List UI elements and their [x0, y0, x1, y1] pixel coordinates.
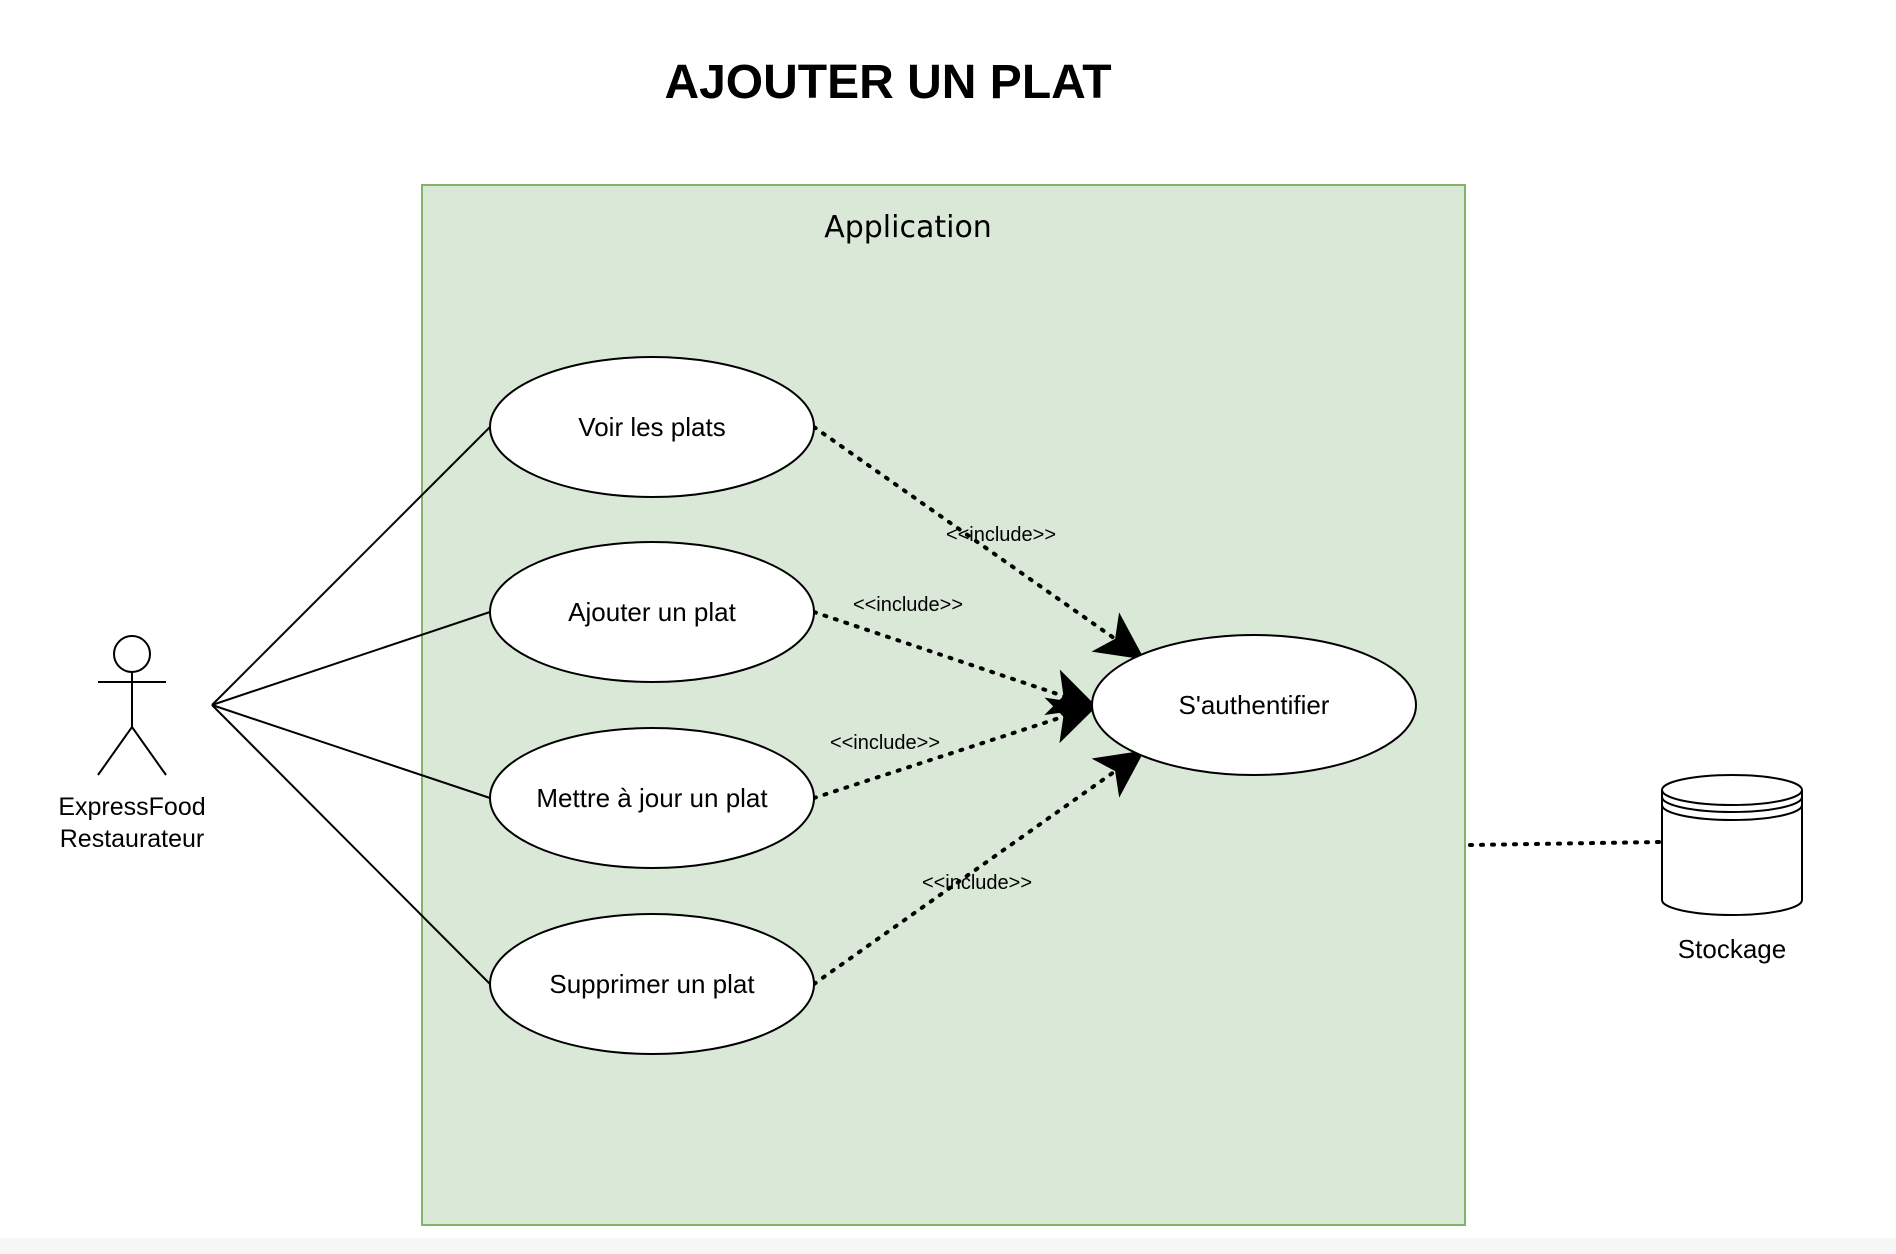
storage-connector: [1468, 840, 1662, 847]
use-case-ellipse: [1091, 634, 1417, 776]
cylinder-body: [1661, 790, 1803, 916]
use-case-ellipse: [489, 727, 815, 869]
actor-head: [113, 635, 151, 673]
use-case-ellipse: [489, 356, 815, 498]
actor-label-line2: Restaurateur: [60, 825, 205, 853]
cylinder-band-2: [1661, 804, 1803, 821]
actor-restaurateur: ExpressFood Restaurateur: [58, 635, 206, 853]
use-case-s-authentifier: S'authentifier: [1091, 634, 1417, 776]
actor-label-line1: ExpressFood: [58, 793, 205, 821]
association-voir-les-plats: [211, 426, 491, 706]
association-ajouter-un-plat: [211, 611, 491, 706]
use-case-ajouter-un-plat: Ajouter un plat: [489, 541, 815, 683]
storage-database-icon: Stockage: [1661, 774, 1803, 964]
include-label-voir-les-plats: <<include>>: [946, 524, 1056, 546]
actor-right-leg: [131, 726, 167, 776]
diagram-title: AJOUTER UN PLAT: [664, 56, 1111, 109]
cylinder-band-1: [1661, 796, 1803, 813]
use-case-label: Supprimer un plat: [549, 969, 755, 999]
cylinder-top: [1661, 774, 1803, 806]
use-case-label: Voir les plats: [578, 412, 725, 442]
use-case-label: Mettre à jour un plat: [536, 783, 768, 813]
include-label-ajouter-un-plat: <<include>>: [853, 594, 963, 616]
include-label-supprimer: <<include>>: [922, 872, 1032, 894]
include-arrow-mettre-a-jour: [812, 697, 1098, 800]
use-case-voir-les-plats: Voir les plats: [489, 356, 815, 498]
association-mettre-a-jour: [211, 704, 491, 799]
use-case-mettre-a-jour-un-plat: Mettre à jour un plat: [489, 727, 815, 869]
use-case-label: Ajouter un plat: [568, 597, 736, 627]
actor-left-leg: [97, 726, 133, 776]
include-arrow-ajouter-un-plat: [812, 610, 1098, 715]
storage-label: Stockage: [1678, 934, 1786, 964]
association-supprimer: [211, 704, 491, 985]
use-case-ellipse: [489, 541, 815, 683]
system-boundary-label: Application: [824, 210, 992, 245]
include-arrow-supprimer: [812, 750, 1145, 986]
include-label-mettre-a-jour: <<include>>: [830, 732, 940, 754]
use-case-supprimer-un-plat: Supprimer un plat: [489, 913, 815, 1055]
include-arrow-voir-les-plats: [812, 425, 1145, 660]
use-case-label: S'authentifier: [1179, 690, 1330, 720]
use-case-ellipse: [489, 913, 815, 1055]
bottom-strip: [0, 1238, 1896, 1254]
